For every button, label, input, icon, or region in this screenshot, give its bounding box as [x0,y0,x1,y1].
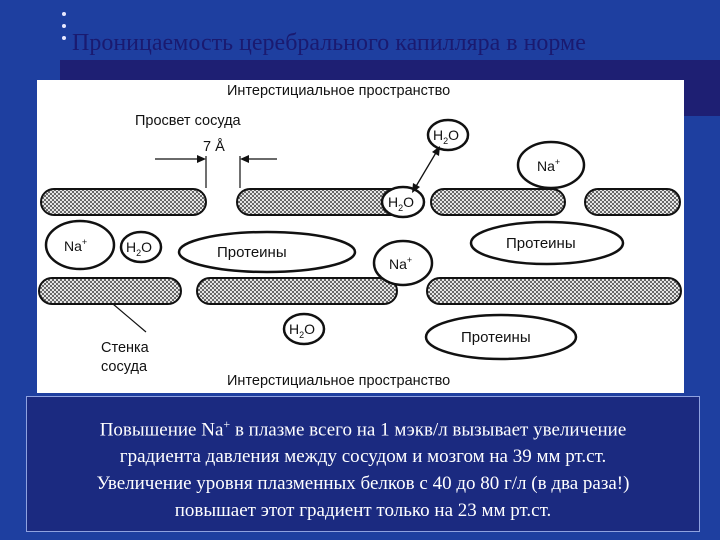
caption-line-4: повышает этот градиент только на 23 мм р… [174,500,552,522]
bullet-dot [62,36,66,40]
wall-label-line1: Стенка [101,340,150,356]
caption-box: Повышение Na+ в плазме всего на 1 мэкв/л… [26,396,700,532]
slide-title: Проницаемость церебрального капилляра в … [72,30,586,56]
bullet-dot [62,24,66,28]
water-molecule-bottom [282,312,326,346]
lumen-label: Просвет сосуда [135,113,242,129]
sodium-label-lumen-mid: Na+ [389,255,412,272]
water-exchange-arrow-head-down [412,183,420,193]
sodium-ion-top [516,140,586,190]
sodium-ion-lumen [44,219,116,271]
bottom-label: Интерстициальное пространство [227,373,450,389]
water-label-pore: H2O [388,194,414,213]
caption-line-2: градиента давления между сосудом и мозго… [119,446,607,468]
sodium-ion-lumen-mid [372,239,434,287]
capillary-diagram: Интерстициальное пространство Просвет со… [37,80,684,393]
water-label-top: H2O [433,127,459,146]
wall-label-pointer [112,303,147,333]
protein-lumen-left [177,230,357,274]
water-exchange-arrow-head-up [432,146,440,156]
top-label: Интерстициальное пространство [227,83,450,99]
caption-text: Повышение Na+ в плазме всего на 1 мэкв/л… [27,411,699,524]
caption-line-3: Увеличение уровня плазменных белков с 40… [96,473,630,495]
water-molecule-lumen [119,230,163,264]
water-molecule-pore [380,185,426,219]
wall-segment-top-right [584,188,681,216]
gap-arrow-head-right [240,155,249,163]
water-label-lumen: H2O [126,239,152,258]
protein-label-lumen-left: Протеины [217,244,287,261]
bullet-dots [60,4,68,40]
wall-segment-top-left [40,188,207,216]
diagram-svg: Интерстициальное пространство Просвет со… [38,83,682,389]
protein-interstitial-bottom [424,313,578,361]
gap-label: 7 Å [203,138,225,155]
wall-segment-top-center [430,188,566,216]
protein-label-interstitial-bottom: Протеины [461,329,531,346]
protein-lumen-right [469,220,625,266]
sodium-label-top: Na+ [537,157,560,174]
wall-segment-bottom-mid [196,277,398,305]
gap-arrow-head-left [197,155,206,163]
bullet-dot [62,12,66,16]
wall-segment-bottom-left [38,277,182,305]
water-exchange-arrow [414,150,438,189]
water-molecule-top [426,118,470,152]
wall-segment-bottom-right [426,277,682,305]
wall-label-line2: сосуда [101,359,148,375]
water-label-bottom: H2O [289,321,315,340]
caption-line-1: Повышение Na+ в плазме всего на 1 мэкв/л… [99,417,627,441]
protein-label-lumen-right: Протеины [506,235,576,252]
sodium-label-lumen: Na+ [64,237,87,254]
